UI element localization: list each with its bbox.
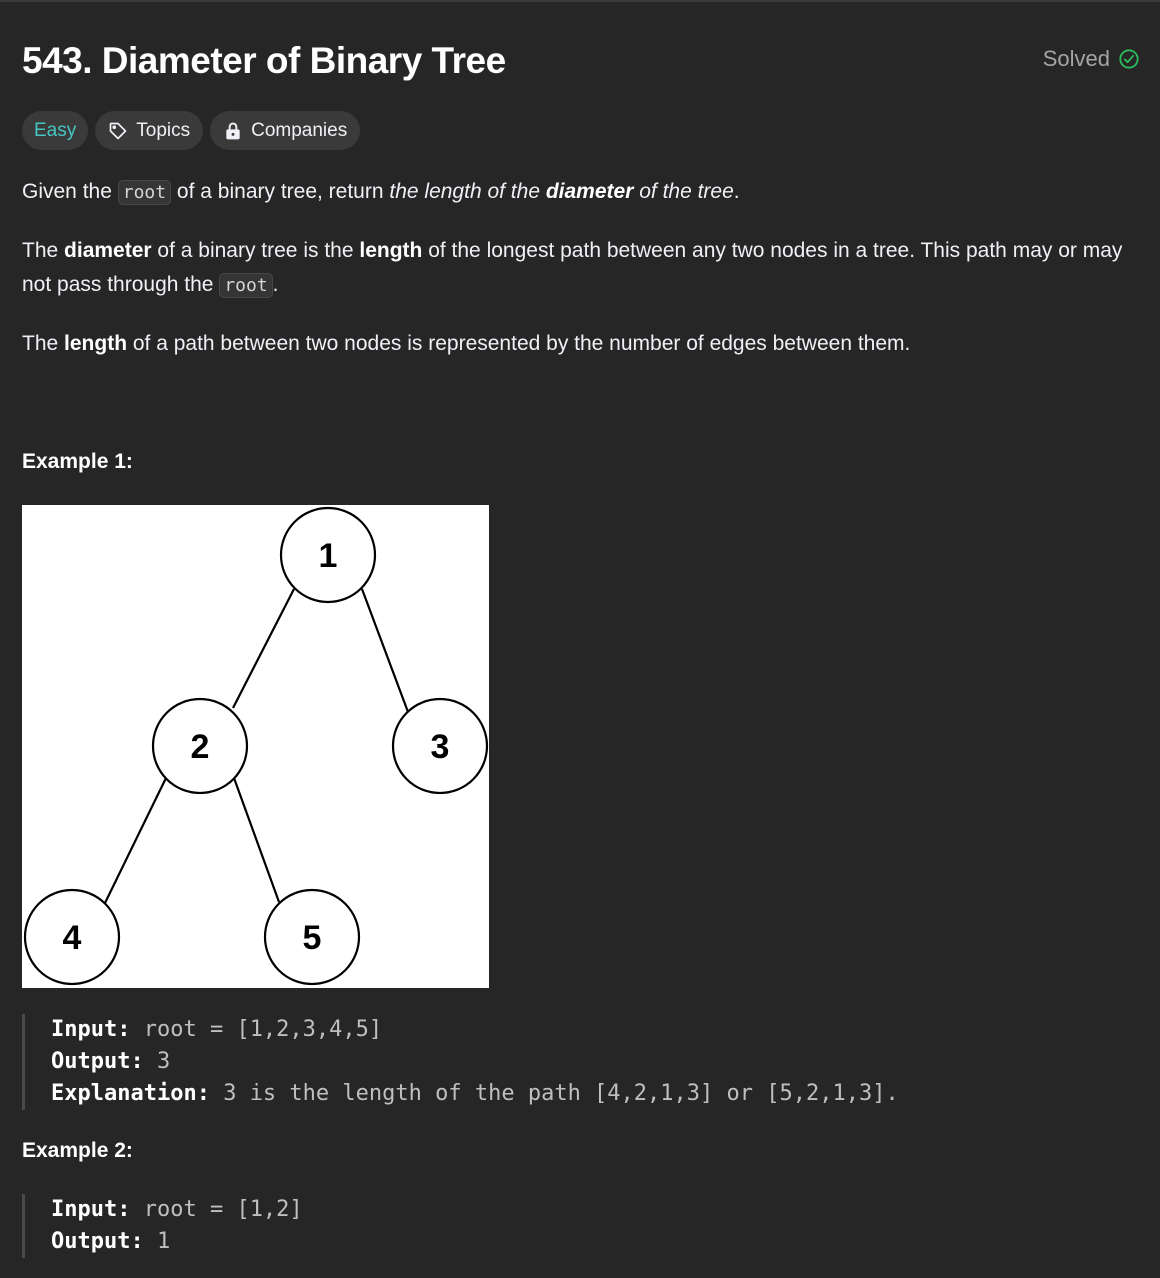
problem-title[interactable]: 543. Diameter of Binary Tree <box>22 40 506 81</box>
difficulty-badge[interactable]: Easy <box>22 111 89 150</box>
edge-1-2 <box>232 588 295 709</box>
difficulty-label: Easy <box>34 119 77 141</box>
description-paragraph-1: Given the root of a binary tree, return … <box>22 180 740 205</box>
top-divider <box>0 0 1160 2</box>
tree-node-5 <box>263 888 361 986</box>
tree-node-1-label: 1 <box>319 537 338 575</box>
example-2-input-line: Input: root = [1,2] <box>51 1197 303 1222</box>
tree-node-2 <box>151 697 249 795</box>
companies-label: Companies <box>251 119 348 141</box>
check-circle-icon <box>1119 49 1139 69</box>
title-row: 543. Diameter of Binary Tree Solved <box>22 36 1140 86</box>
tree-node-4-label: 4 <box>63 919 82 957</box>
solved-status: Solved <box>1043 46 1140 72</box>
topics-label: Topics <box>136 119 191 141</box>
example-1-explanation-line: Explanation: 3 is the length of the path… <box>51 1081 899 1106</box>
topics-button[interactable]: Topics <box>95 111 204 150</box>
tree-node-3-label: 3 <box>431 728 450 766</box>
tag-icon <box>109 122 127 139</box>
tree-node-2-label: 2 <box>191 728 210 766</box>
tree-node-1 <box>279 506 377 604</box>
tag-row: Easy Topics Companies <box>22 111 361 150</box>
inline-code-root: root <box>117 180 172 205</box>
companies-button[interactable]: Companies <box>210 111 361 150</box>
tree-node-3 <box>391 697 489 795</box>
example-1-tree-image: 1 2 3 4 5 <box>22 505 489 988</box>
inline-code-root: root <box>219 273 273 298</box>
example-1-title: Example 1: <box>22 450 133 473</box>
edge-1-3 <box>360 588 410 713</box>
solved-label: Solved <box>1042 46 1110 71</box>
tree-node-4 <box>23 888 121 986</box>
example-2-title: Example 2: <box>22 1139 133 1162</box>
edge-2-4 <box>104 777 167 904</box>
description-paragraph-2: The diameter of a binary tree is the len… <box>22 239 1123 298</box>
edge-2-5 <box>232 777 281 903</box>
example-1-input-line: Input: root = [1,2,3,4,5] <box>51 1017 383 1042</box>
lock-icon <box>226 122 240 139</box>
example-1-block: Input: root = [1,2,3,4,5] Output: 3 Expl… <box>22 1014 899 1110</box>
binary-tree-diagram: 1 2 3 4 5 <box>23 506 489 986</box>
description-paragraph-3: The length of a path between two nodes i… <box>22 332 911 355</box>
example-2-block: Input: root = [1,2] Output: 1 <box>22 1194 303 1258</box>
example-1-output-line: Output: 3 <box>51 1049 171 1074</box>
tree-node-5-label: 5 <box>303 919 322 957</box>
example-2-output-line: Output: 1 <box>51 1229 171 1254</box>
